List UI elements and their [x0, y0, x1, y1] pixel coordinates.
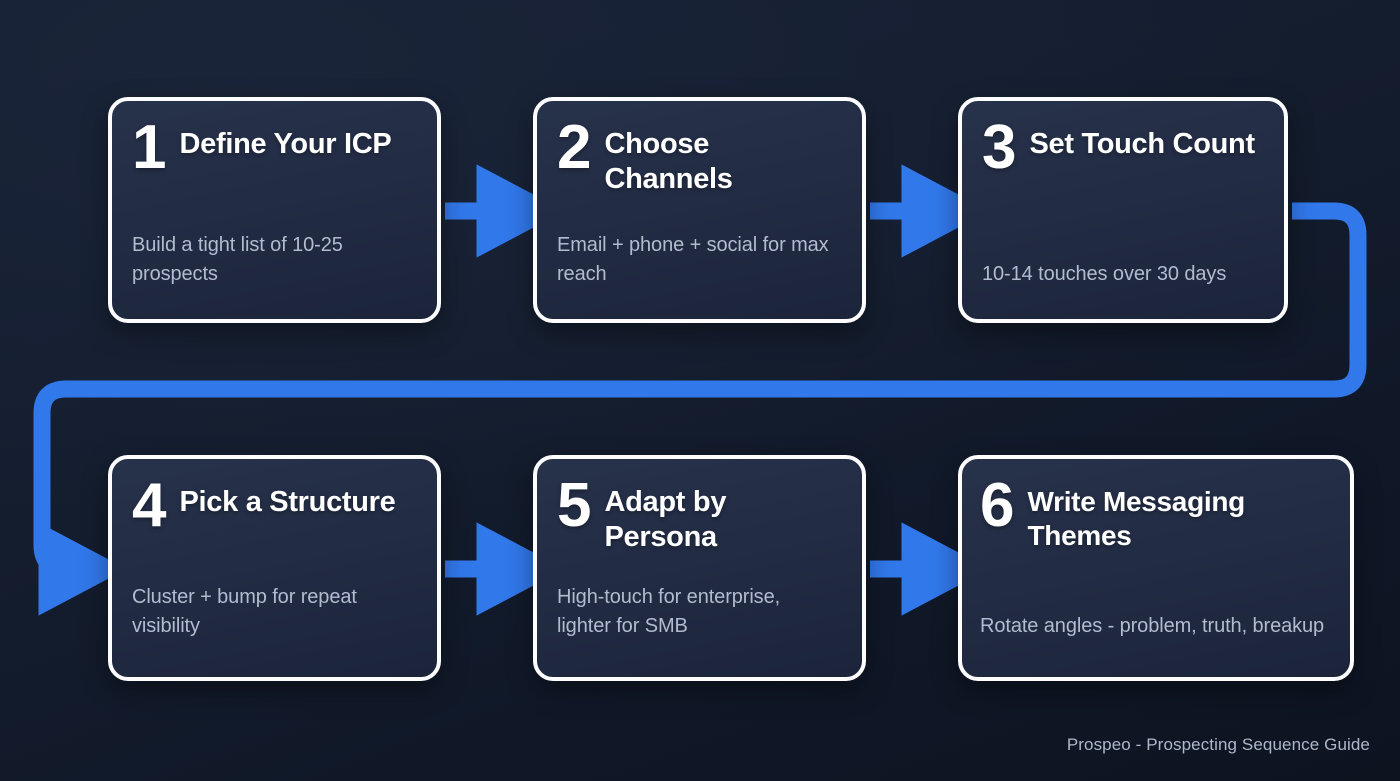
step-title-2: Choose Channels [604, 128, 733, 196]
step-card-1-head: 1 Define Your ICP [132, 116, 413, 178]
step-description-4: Cluster + bump for repeat visibility [132, 586, 357, 637]
step-card-5-head: 5 Adapt by Persona [557, 474, 838, 556]
step-card-3[interactable]: 3 Set Touch Count 10-14 touches over 30 … [958, 97, 1288, 323]
step-number-6: 6 [980, 471, 1014, 540]
step-number-1: 1 [132, 113, 166, 182]
step-title-1: Define Your ICP [179, 128, 392, 160]
step-description-3: 10-14 touches over 30 days [982, 263, 1227, 285]
step-title-3: Set Touch Count [1029, 128, 1255, 160]
step-number-5: 5 [557, 471, 591, 540]
step-card-2-head: 2 Choose Channels [557, 116, 838, 198]
step-title-6: Write Messaging Themes [1027, 486, 1245, 552]
footer-caption: Prospeo - Prospecting Sequence Guide [1066, 735, 1370, 754]
step-title-5: Adapt by Persona [604, 486, 727, 554]
step-card-6[interactable]: 6 Write Messaging Themes Rotate angles -… [958, 455, 1354, 681]
step-title-4: Pick a Structure [179, 486, 396, 518]
step-description-2: Email + phone + social for max reach [557, 234, 829, 285]
step-card-2[interactable]: 2 Choose Channels Email + phone + social… [533, 97, 866, 323]
step-number-3: 3 [982, 113, 1016, 182]
step-card-6-head: 6 Write Messaging Themes [980, 474, 1334, 553]
step-card-5[interactable]: 5 Adapt by Persona High-touch for enterp… [533, 455, 866, 681]
step-card-4[interactable]: 4 Pick a Structure Cluster + bump for re… [108, 455, 441, 681]
step-number-2: 2 [557, 113, 591, 182]
arrow-3-to-4 [33, 202, 1367, 616]
step-description-6: Rotate angles - problem, truth, breakup [980, 615, 1325, 637]
step-description-5: High-touch for enterprise, lighter for S… [557, 586, 781, 637]
step-card-4-head: 4 Pick a Structure [132, 474, 413, 536]
step-card-1[interactable]: 1 Define Your ICP Build a tight list of … [108, 97, 441, 323]
step-number-4: 4 [132, 471, 166, 540]
step-description-1: Build a tight list of 10-25 prospects [132, 234, 343, 285]
step-card-3-head: 3 Set Touch Count [982, 116, 1260, 178]
